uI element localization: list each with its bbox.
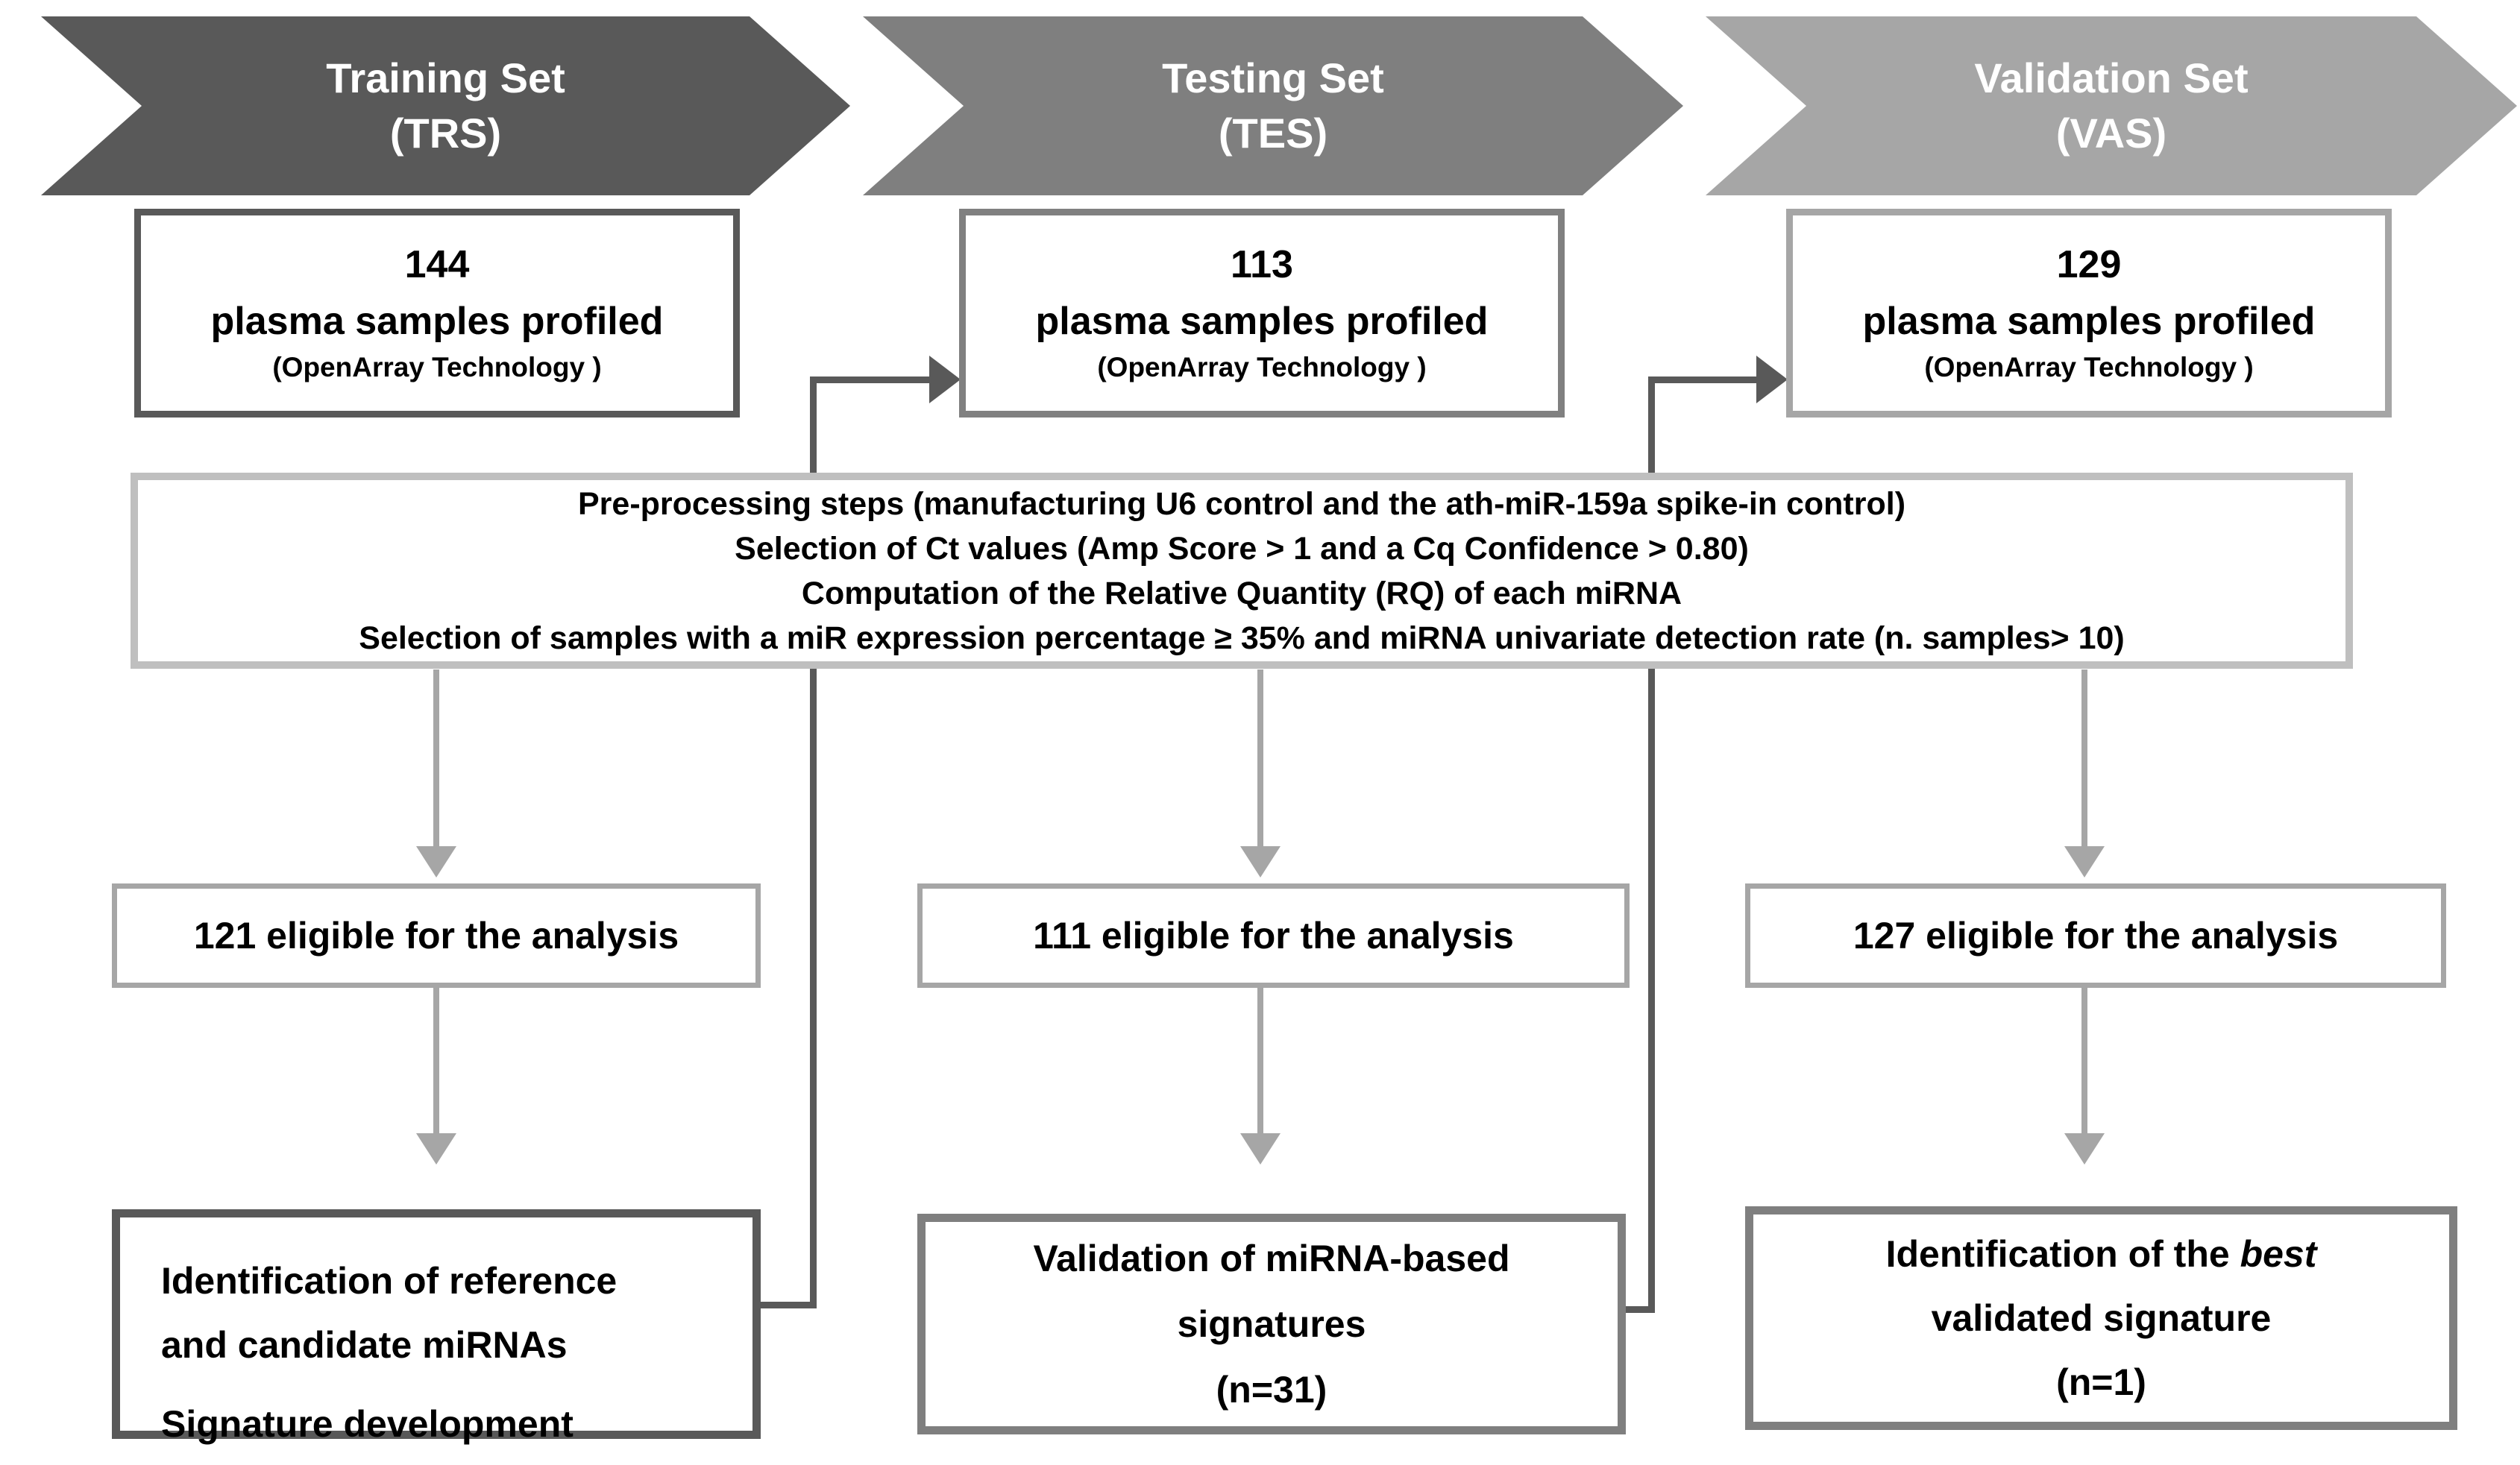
outcome-box-tes: Validation of miRNA-based signatures (n=…: [917, 1214, 1626, 1434]
connector-tes-to-vas-bottom-segment: [1626, 1306, 1655, 1313]
samples-count-trs: 144: [404, 243, 470, 286]
samples-box-tes: 113 plasma samples profiled (OpenArray T…: [959, 209, 1565, 418]
eligible-box-tes: 111 eligible for the analysis: [917, 883, 1630, 988]
preprocessing-box: Pre-processing steps (manufacturing U6 c…: [131, 473, 2353, 669]
outcome-vas-line-1-italic: best: [2240, 1233, 2317, 1275]
chevron-training-set: Training Set (TRS): [41, 16, 850, 195]
preprocessing-line-2: Selection of Ct values (Amp Score > 1 an…: [735, 530, 1749, 567]
arrow-down-icon: [416, 846, 456, 878]
connector-tes-to-vas-vertical-segment: [1648, 377, 1655, 1313]
arrow-down-icon: [416, 1133, 456, 1165]
connector-trs-to-tes-bottom-segment: [761, 1302, 817, 1308]
chevron-testing-set-title: Testing Set: [1162, 54, 1384, 101]
outcome-vas-line-2: validated signature: [1931, 1297, 2272, 1339]
chevron-validation-set-abbr: (VAS): [2055, 110, 2167, 157]
eligible-text-trs: 121 eligible for the analysis: [193, 915, 679, 957]
outcome-tes-line-3: (n=31): [1216, 1369, 1327, 1411]
flow-line-tes: [1257, 670, 1263, 846]
eligible-box-trs: 121 eligible for the analysis: [112, 883, 761, 988]
flow-line-trs-2: [433, 988, 439, 1133]
arrow-right-icon: [929, 356, 961, 403]
flow-line-trs: [433, 670, 439, 846]
outcome-trs-line-3: Signature development: [161, 1403, 574, 1445]
eligible-text-vas: 127 eligible for the analysis: [1853, 915, 2339, 957]
outcome-tes-line-1: Validation of miRNA-based: [1033, 1238, 1510, 1279]
samples-count-tes: 113: [1231, 243, 1293, 286]
outcome-tes-line-2: signatures: [1177, 1303, 1366, 1345]
samples-label-trs: plasma samples profiled: [210, 300, 664, 343]
outcome-vas-line-3: (n=1): [2056, 1361, 2146, 1403]
chevron-validation-set-title: Validation Set: [1974, 54, 2249, 101]
outcome-vas-line-1: Identification of the best: [1886, 1232, 2317, 1276]
connector-trs-to-tes-top-segment: [810, 377, 931, 383]
preprocessing-line-3: Computation of the Relative Quantity (RQ…: [801, 575, 1682, 611]
samples-tech-tes: (OpenArray Technology ): [1097, 352, 1427, 382]
arrow-down-icon: [2064, 846, 2105, 878]
chevron-training-set-title: Training Set: [326, 54, 565, 101]
chevron-validation-set: Validation Set (VAS): [1706, 16, 2517, 195]
flow-line-vas: [2081, 670, 2087, 846]
flow-line-tes-2: [1257, 988, 1263, 1133]
outcome-trs-line-1: Identification of reference: [161, 1260, 618, 1302]
outcome-box-vas: Identification of the best validated sig…: [1745, 1206, 2457, 1430]
arrow-down-icon: [1240, 1133, 1281, 1165]
eligible-text-tes: 111 eligible for the analysis: [1033, 915, 1514, 957]
flow-line-vas-2: [2081, 988, 2087, 1133]
chevron-training-set-abbr: (TRS): [389, 110, 502, 157]
preprocessing-line-4: Selection of samples with a miR expressi…: [359, 620, 2125, 656]
chevron-testing-set: Testing Set (TES): [863, 16, 1683, 195]
arrow-right-icon: [1756, 356, 1788, 403]
samples-count-vas: 129: [2056, 243, 2122, 286]
connector-tes-to-vas-top-segment: [1648, 377, 1758, 383]
samples-box-vas: 129 plasma samples profiled (OpenArray T…: [1786, 209, 2392, 418]
outcome-trs-line-2: and candidate miRNAs: [161, 1324, 568, 1366]
arrow-down-icon: [2064, 1133, 2105, 1165]
outcome-box-trs: Identification of reference and candidat…: [112, 1209, 761, 1445]
samples-box-trs: 144 plasma samples profiled (OpenArray T…: [134, 209, 740, 418]
samples-tech-vas: (OpenArray Technology ): [1924, 352, 2254, 382]
samples-label-tes: plasma samples profiled: [1035, 300, 1489, 343]
outcome-vas-line-1-text: Identification of the: [1885, 1233, 2240, 1275]
samples-label-vas: plasma samples profiled: [1862, 300, 2316, 343]
connector-trs-to-tes-vertical-segment: [810, 377, 817, 1308]
eligible-box-vas: 127 eligible for the analysis: [1745, 883, 2446, 988]
samples-tech-trs: (OpenArray Technology ): [272, 352, 602, 382]
preprocessing-line-1: Pre-processing steps (manufacturing U6 c…: [577, 485, 1906, 522]
arrow-down-icon: [1240, 846, 1281, 878]
chevron-testing-set-abbr: (TES): [1218, 110, 1328, 157]
